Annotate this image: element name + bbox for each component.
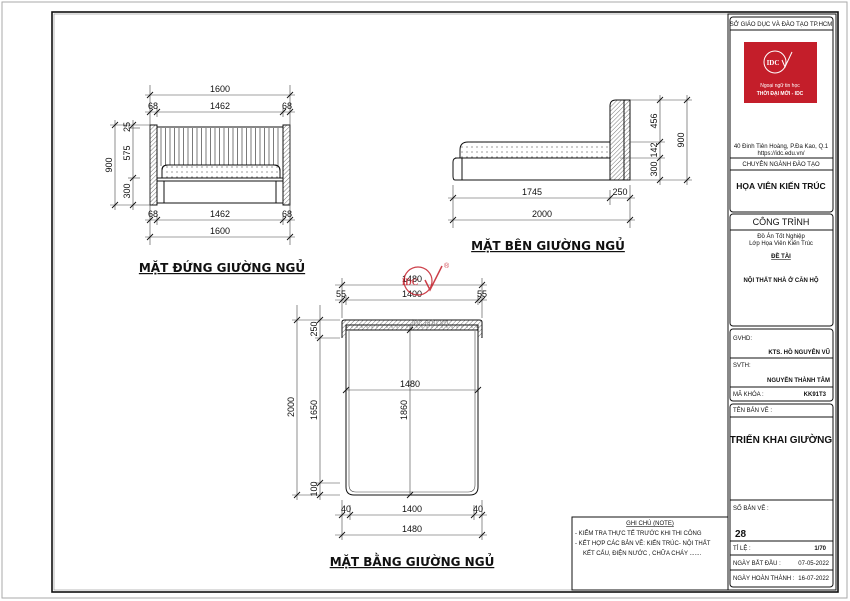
note-line: - KIỂM TRA THỰC TẾ TRƯỚC KHI THI CÔNG (575, 530, 702, 537)
idc-logo: IDC Ngoại ngữ tin học THỜI ĐẠI MỚI - IDC (744, 42, 817, 103)
dim-overall-top: 1600 (210, 84, 230, 94)
dim-head: 250 (309, 321, 319, 336)
drawing-name-label: TÊN BẢN VẼ : (733, 406, 772, 414)
start-label: NGÀY BẮT ĐẦU : (733, 559, 781, 567)
dim-inner-bottom: 1400 (402, 504, 422, 514)
dim-overall-bottom: 1480 (402, 524, 422, 534)
watermark-url: idc.edu.vn (412, 318, 448, 327)
dim-h-top: 25 (122, 122, 132, 132)
dim-length-total: 2000 (286, 397, 296, 417)
note-line: KẾT CẤU, ĐIỆN NƯỚC , CHỮA CHÁY ....... (583, 549, 702, 557)
dim-overall-bottom: 1600 (210, 226, 230, 236)
notes-title: GHI CHÚ (NOTE) (626, 520, 674, 527)
scale: 1/70 (814, 546, 826, 552)
project-line2: Lớp Họa Viên Kiến Trúc (749, 241, 813, 247)
dim-height-total: 900 (676, 132, 686, 147)
address: 40 Đinh Tiên Hoàng, P.Đa Kao, Q.1 (734, 144, 829, 150)
side-view-title: MẶT BÊN GIƯỜNG NGỦ (471, 237, 625, 253)
dim-h-head: 456 (649, 113, 659, 128)
authority: SỞ GIÁO DỤC VÀ ĐÀO TẠO TP.HCM (730, 21, 833, 28)
dim-mid: 1650 (309, 400, 319, 420)
dim-h-base: 300 (122, 183, 132, 198)
idc-watermark-logo: IDC ® (402, 262, 450, 296)
dim-head-thick: 250 (612, 187, 627, 197)
major: HỌA VIÊN KIẾN TRÚC (736, 180, 825, 191)
front-view-title: MẶT ĐỨNG GIƯỜNG NGỦ (139, 259, 305, 275)
dim-side-right-bottom: 68 (282, 209, 292, 219)
finish-date: 16-07-2022 (798, 576, 829, 582)
dim-side-left-bottom: 68 (148, 209, 158, 219)
dim-side-left-top: 68 (148, 101, 158, 111)
scale-label: TỈ LỆ : (733, 544, 751, 552)
dim-right-top: 55 (477, 289, 487, 299)
dim-right-bottom: 40 (473, 504, 483, 514)
dim-foot: 100 (309, 481, 319, 496)
start-date: 07-05-2022 (798, 561, 829, 567)
dim-inner-width: 1480 (400, 379, 420, 389)
dim-h-base: 300 (649, 161, 659, 176)
topic-label: ĐỀ TÀI (771, 253, 791, 260)
dim-overall: 2000 (532, 209, 552, 219)
front-elevation: 1600 1462 68 68 1462 68 68 1600 900 25 5… (104, 84, 305, 275)
project-label: CÔNG TRÌNH (753, 217, 810, 227)
dim-side-right-top: 68 (282, 101, 292, 111)
code-label: MÃ KHÓA : (733, 391, 764, 398)
svth: NGUYỄN THÀNH TÂM (767, 377, 830, 384)
dim-length-bed: 1745 (522, 187, 542, 197)
plan-view-title: MẶT BẰNG GIƯỜNG NGỦ (330, 553, 495, 569)
svth-label: SVTH: (733, 363, 751, 369)
drawing-frame (51, 11, 839, 593)
project-line1: Đồ Án Tốt Nghiệp (757, 233, 805, 240)
dim-height-total: 900 (104, 157, 114, 172)
drawing-name: TRIỂN KHAI GIƯỜNG (730, 433, 833, 446)
dim-left-top: 55 (336, 289, 346, 299)
dim-h-mattress: 142 (649, 142, 659, 157)
gvhd: KTS. HỒ NGUYÊN VŨ (768, 348, 830, 356)
side-elevation: 1745 250 2000 456 142 300 900 MẶT BÊN GI… (448, 95, 692, 253)
svg-text:Ngoại ngữ tin học: Ngoại ngữ tin học (760, 83, 800, 89)
dim-inner-length: 1860 (399, 400, 409, 420)
topic: NỘI THẤT NHÀ Ở CĂN HỘ (743, 276, 818, 284)
dim-h-head: 575 (122, 145, 132, 160)
dim-inner-top: 1462 (210, 101, 230, 111)
svg-text:®: ® (444, 262, 450, 270)
finish-label: NGÀY HOÀN THÀNH : (733, 575, 795, 582)
major-label: CHUYÊN NGÀNH ĐÀO TẠO (742, 160, 820, 168)
notes-box: GHI CHÚ (NOTE) - KIỂM TRA THỰC TẾ TRƯỚC … (571, 516, 730, 591)
drawing-no-label: SỐ BẢN VẼ : (733, 505, 769, 512)
code: KK91T3 (804, 392, 827, 398)
svg-text:THỜI ĐẠI MỚI - IDC: THỜI ĐẠI MỚI - IDC (757, 89, 804, 97)
svg-text:IDC: IDC (767, 59, 780, 67)
website: https://idc.edu.vn/ (757, 151, 804, 157)
svg-text:IDC: IDC (402, 277, 419, 287)
drawing-no: 28 (735, 529, 747, 540)
title-block: SỞ GIÁO DỤC VÀ ĐÀO TẠO TP.HCM IDC Ngoại … (727, 13, 837, 591)
plan-view: idc.edu.vn 1480 55 1400 55 2000 250 1650… (286, 274, 494, 569)
gvhd-label: GVHD: (733, 336, 752, 342)
note-line: - KẾT HỢP CÁC BẢN VẼ: KIẾN TRÚC- NỘI THẤ… (575, 540, 711, 547)
dim-left-bottom: 40 (341, 504, 351, 514)
dim-overall-top: 1480 (402, 274, 422, 284)
dim-inner-bottom: 1462 (210, 209, 230, 219)
